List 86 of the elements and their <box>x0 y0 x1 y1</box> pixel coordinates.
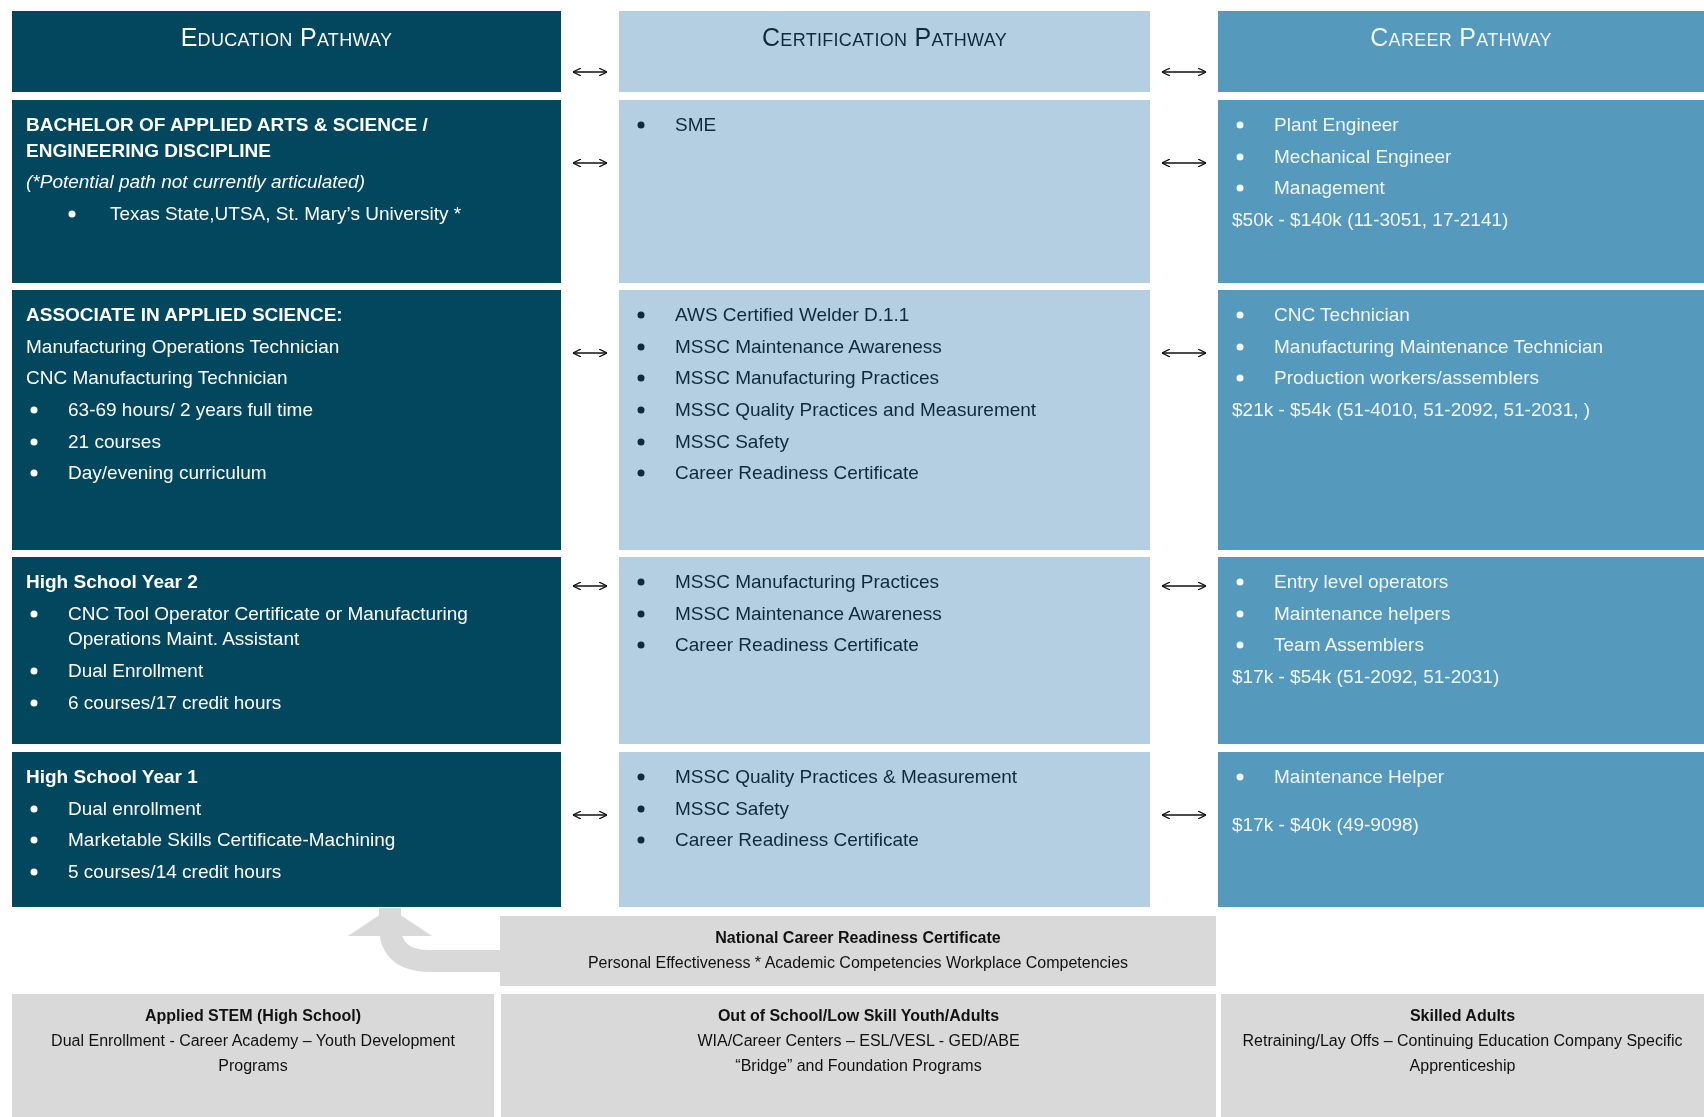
list-item: Career Readiness Certificate <box>675 829 919 851</box>
list-item: Maintenance helpers <box>1274 602 1451 624</box>
list-item: Texas State,UTSA, St. Mary’s University * <box>110 202 462 224</box>
list-item: MSSC Manufacturing Practices <box>675 367 939 389</box>
list-item: Day/evening curriculum <box>68 462 267 484</box>
body-text: Dual Enrollment - Career Academy – Youth Development Programs <box>50 1030 456 1076</box>
double-arrow <box>572 581 608 591</box>
body-text: Career Pathway <box>1369 22 1553 53</box>
education-box <box>12 100 561 283</box>
list-item: Career Readiness Certificate <box>675 462 919 484</box>
list-item: 63-69 hours/ 2 years full time <box>68 398 313 420</box>
career-box <box>1218 290 1704 550</box>
heading-text: BACHELOR OF APPLIED ARTS & SCIENCE / ENGINEERING DISCIPLINE <box>26 113 429 163</box>
audience-box <box>12 994 494 1117</box>
list-item: MSSC Manufacturing Practices <box>675 571 939 592</box>
heading-text: Applied STEM (High School) <box>144 1006 362 1026</box>
list-item: 5 courses/14 credit hours <box>68 860 282 882</box>
body-text: $17k - $40k (49-9098) <box>1232 812 1420 837</box>
body-text: (*Potential path not currently articulated) <box>26 170 366 195</box>
double-arrow <box>1161 810 1207 820</box>
list-item: Career Readiness Certificate <box>675 634 919 656</box>
education-box <box>12 752 561 907</box>
list-item: MSSC Maintenance Awareness <box>675 602 942 624</box>
list-item: Maintenance Helper <box>1274 766 1445 787</box>
double-arrow <box>1161 158 1207 168</box>
audience-box <box>1221 994 1704 1117</box>
list-item: CNC Technician <box>1274 304 1410 325</box>
list-item: MSSC Safety <box>675 797 790 819</box>
list-item: SME <box>675 114 717 135</box>
body-text: $17k - $54k (51-2092, 51-2031) <box>1232 664 1501 689</box>
column-header <box>12 11 561 92</box>
body-text: WIA/Career Centers – ESL/VESL - GED/ABE <box>696 1030 1021 1051</box>
education-box <box>12 557 561 744</box>
double-arrow <box>572 348 608 358</box>
list-item: Manufacturing Maintenance Technician <box>1274 335 1604 357</box>
list-item: Dual Enrollment <box>68 659 204 681</box>
list-item: Management <box>1274 177 1385 199</box>
heading-text: ASSOCIATE IN APPLIED SCIENCE: <box>26 303 344 327</box>
double-arrow <box>1161 67 1207 77</box>
career-box <box>1218 557 1704 744</box>
heading-text: Out of School/Low Skill Youth/Adults <box>716 1006 1001 1026</box>
audience-box <box>501 994 1216 1117</box>
body-text: $21k - $54k (51-4010, 51-2092, 51-2031, ) <box>1232 397 1592 422</box>
body-text: Manufacturing Operations Technician <box>26 334 341 359</box>
body-text: Personal Effectiveness * Academic Competencies Workplace Competencies <box>586 952 1130 973</box>
body-text: Education Pathway <box>179 22 394 53</box>
certification-box <box>619 557 1150 744</box>
list-item: MSSC Maintenance Awareness <box>675 335 942 357</box>
career-box <box>1218 752 1704 907</box>
career-box <box>1218 100 1704 283</box>
body-text: CNC Manufacturing Technician <box>26 366 289 391</box>
certificate-box <box>500 916 1216 986</box>
heading-text: High School Year 2 <box>26 570 199 594</box>
list-item: Team Assemblers <box>1274 634 1424 656</box>
education-box <box>12 290 561 550</box>
list-item: 21 courses <box>68 430 161 452</box>
certification-box <box>619 100 1150 283</box>
column-header <box>1218 11 1704 92</box>
list-item: Mechanical Engineer <box>1274 145 1452 167</box>
list-item: CNC Tool Operator Certificate or Manufacturing Operations Maint. Assistant <box>68 602 468 650</box>
heading-text: Skilled Adults <box>1408 1006 1517 1026</box>
list-item: Production workers/assemblers <box>1274 367 1540 389</box>
double-arrow <box>572 810 608 820</box>
list-item: Marketable Skills Certificate-Machining <box>68 829 396 851</box>
certification-box <box>619 752 1150 907</box>
list-item: AWS Certified Welder D.1.1 <box>675 304 910 325</box>
double-arrow <box>572 158 608 168</box>
body-text: $50k - $140k (11-3051, 17-2141) <box>1232 207 1510 232</box>
list-item: 6 courses/17 credit hours <box>68 691 282 713</box>
curved-arrow <box>348 908 500 972</box>
list-item: MSSC Quality Practices and Measurement <box>675 398 1037 420</box>
list-item: MSSC Quality Practices & Measurement <box>675 766 1018 787</box>
list-item: Dual enrollment <box>68 797 202 819</box>
double-arrow <box>1161 348 1207 358</box>
list-item: MSSC Safety <box>675 430 790 452</box>
double-arrow <box>1161 581 1207 591</box>
body-text: “Bridge” and Foundation Programs <box>734 1055 983 1076</box>
column-header <box>619 11 1150 92</box>
double-arrow <box>572 67 608 77</box>
body-text: Certification Pathway <box>761 22 1008 53</box>
heading-text: High School Year 1 <box>26 765 199 789</box>
list-item: Plant Engineer <box>1274 114 1399 135</box>
heading-text: National Career Readiness Certificate <box>714 928 1002 948</box>
list-item: Entry level operators <box>1274 571 1449 592</box>
body-text: Retraining/Lay Offs – Continuing Education Company Specific Apprenticeship <box>1241 1030 1684 1076</box>
certification-box <box>619 290 1150 550</box>
